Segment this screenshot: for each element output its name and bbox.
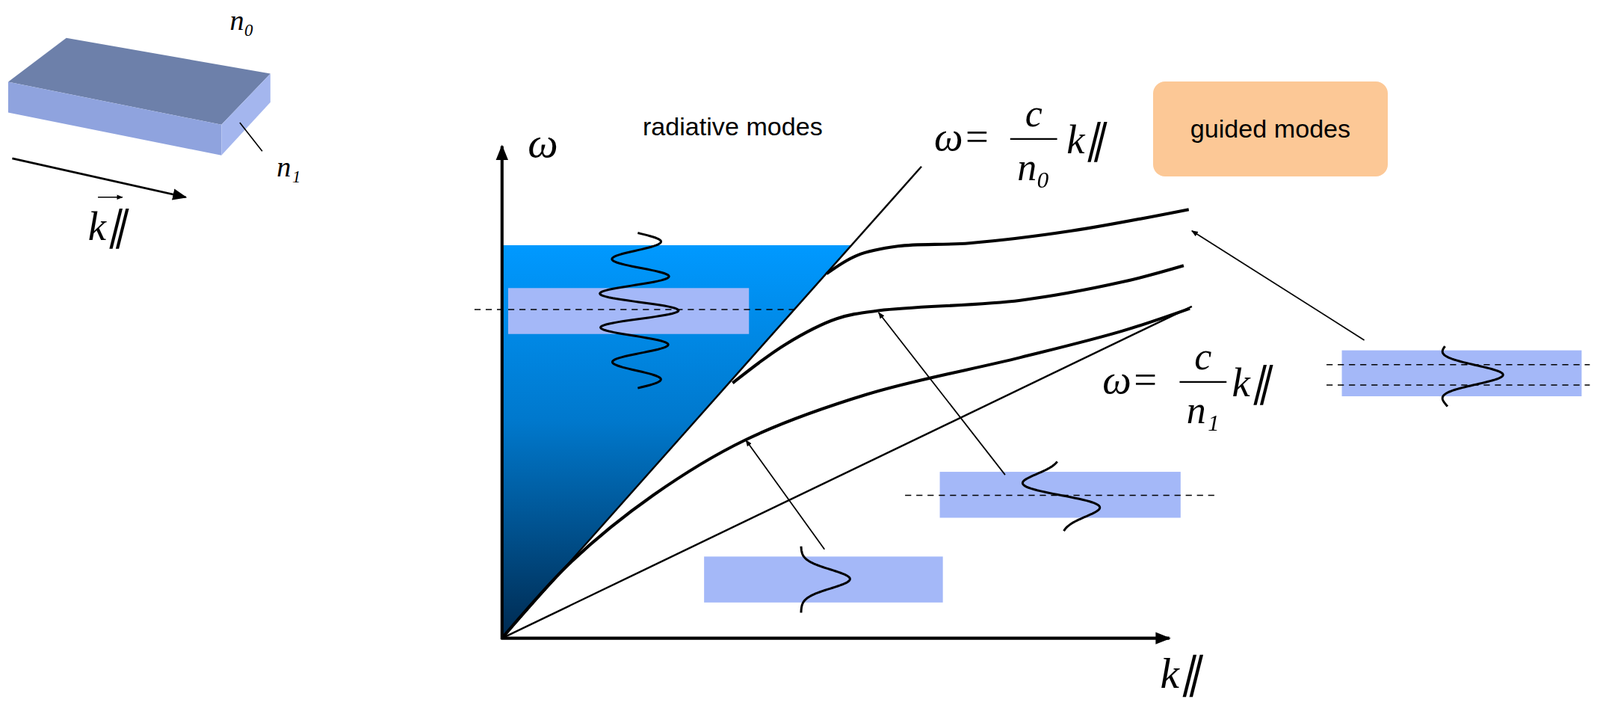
wavevector-label: k∥: [88, 206, 127, 248]
formula-part: c: [1025, 94, 1043, 134]
formula-part: k∥: [1231, 362, 1270, 404]
region-label: radiative modes: [642, 113, 823, 140]
mode-insets: [474, 287, 1590, 603]
field-profile: [1442, 346, 1503, 407]
formula-part: k∥: [1066, 119, 1105, 161]
field-profile: [600, 233, 679, 389]
field-profile: [801, 546, 850, 613]
formula-part: ω=: [934, 116, 991, 158]
slab-waveguide: [8, 38, 271, 156]
k-axis: [500, 636, 1169, 640]
index-label: n₁: [276, 151, 301, 181]
pointer-arrow: [878, 312, 1006, 475]
formula-part: ω=: [1102, 359, 1159, 401]
wavevector-arrow: [11, 158, 186, 198]
light-line-n1: [502, 306, 1192, 639]
pointer-arrow: [1191, 230, 1365, 341]
mode-curve: [826, 209, 1189, 274]
field-profile: [1022, 461, 1100, 531]
formula-part: n₁: [1186, 390, 1220, 430]
label-box: guided modes: [1153, 81, 1388, 177]
leader-line: [239, 122, 263, 151]
mode-curve: [502, 308, 1190, 639]
omega-axis: [500, 145, 504, 639]
fraction-bar: [1010, 138, 1058, 140]
formula-part: n₀: [1017, 147, 1050, 187]
vector-mark: [97, 196, 123, 199]
mode-curves: [502, 209, 1190, 638]
formula-part: c: [1194, 337, 1212, 376]
mode-profiles: [600, 233, 1504, 613]
axis-label: k∥: [1160, 652, 1201, 696]
axis-label: ω: [527, 121, 558, 164]
fraction-bar: [1179, 381, 1227, 383]
index-label: n₀: [229, 5, 254, 35]
pointer-arrow: [745, 440, 825, 550]
box-label: guided modes: [1190, 114, 1351, 144]
